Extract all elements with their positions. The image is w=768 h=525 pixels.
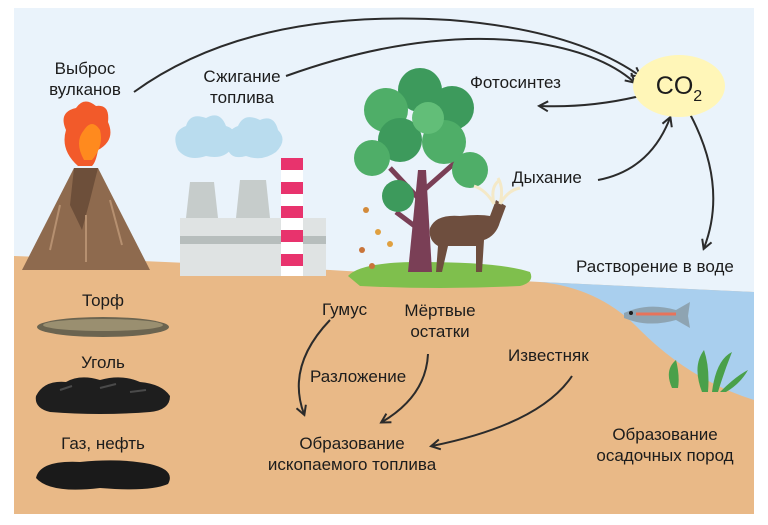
deer-icon: [429, 177, 521, 272]
fish-icon: [624, 302, 690, 328]
power-plant-icon: [175, 115, 326, 276]
peat-icon: [37, 317, 169, 337]
co2-subscript: 2: [693, 88, 703, 105]
seaweed-icon: [668, 350, 748, 392]
arrow-respiration-to-co2: [597, 118, 670, 181]
tree-icon: [354, 68, 488, 272]
label-dissolution: Растворение в воде: [576, 257, 734, 276]
label-sediment-formation: Образование осадочных пород: [596, 425, 734, 465]
label-peat: Торф: [82, 291, 124, 310]
cycle-arrows: [133, 17, 715, 447]
arrow-humus-to-fossil: [299, 319, 331, 414]
volcano-icon: [22, 101, 150, 270]
grass-patch: [348, 262, 532, 288]
label-dead-remains: Мёртвые остатки: [404, 301, 476, 341]
label-coal: Уголь: [81, 353, 125, 372]
label-combustion: Сжигание топлива: [203, 67, 281, 107]
label-respiration: Дыхание: [512, 168, 582, 187]
arrow-co2-to-water: [689, 113, 715, 248]
label-volcano: Выброс вулканов: [49, 59, 121, 99]
label-decomposition: Разложение: [310, 367, 407, 386]
label-limestone: Известняк: [508, 346, 589, 365]
arrow-co2-photosynthesis: [540, 95, 641, 106]
label-fossil-fuel-formation: Образование ископаемого топлива: [267, 434, 437, 474]
arrow-remains-to-fossil: [382, 353, 429, 422]
label-humus: Гумус: [322, 300, 368, 319]
coal-icon: [35, 377, 171, 414]
oil-icon: [36, 460, 170, 490]
co2-bubble: CO2: [633, 55, 725, 117]
label-photosynthesis: Фотосинтез: [470, 73, 561, 92]
arrow-limestone-to-fossil: [432, 375, 573, 446]
ground: [14, 256, 754, 514]
label-gas-oil: Газ, нефть: [61, 434, 145, 453]
co2-label: CO: [655, 72, 694, 100]
arrow-volcano-to-co2: [133, 17, 640, 93]
arrow-combustion-to-co2: [285, 37, 634, 82]
